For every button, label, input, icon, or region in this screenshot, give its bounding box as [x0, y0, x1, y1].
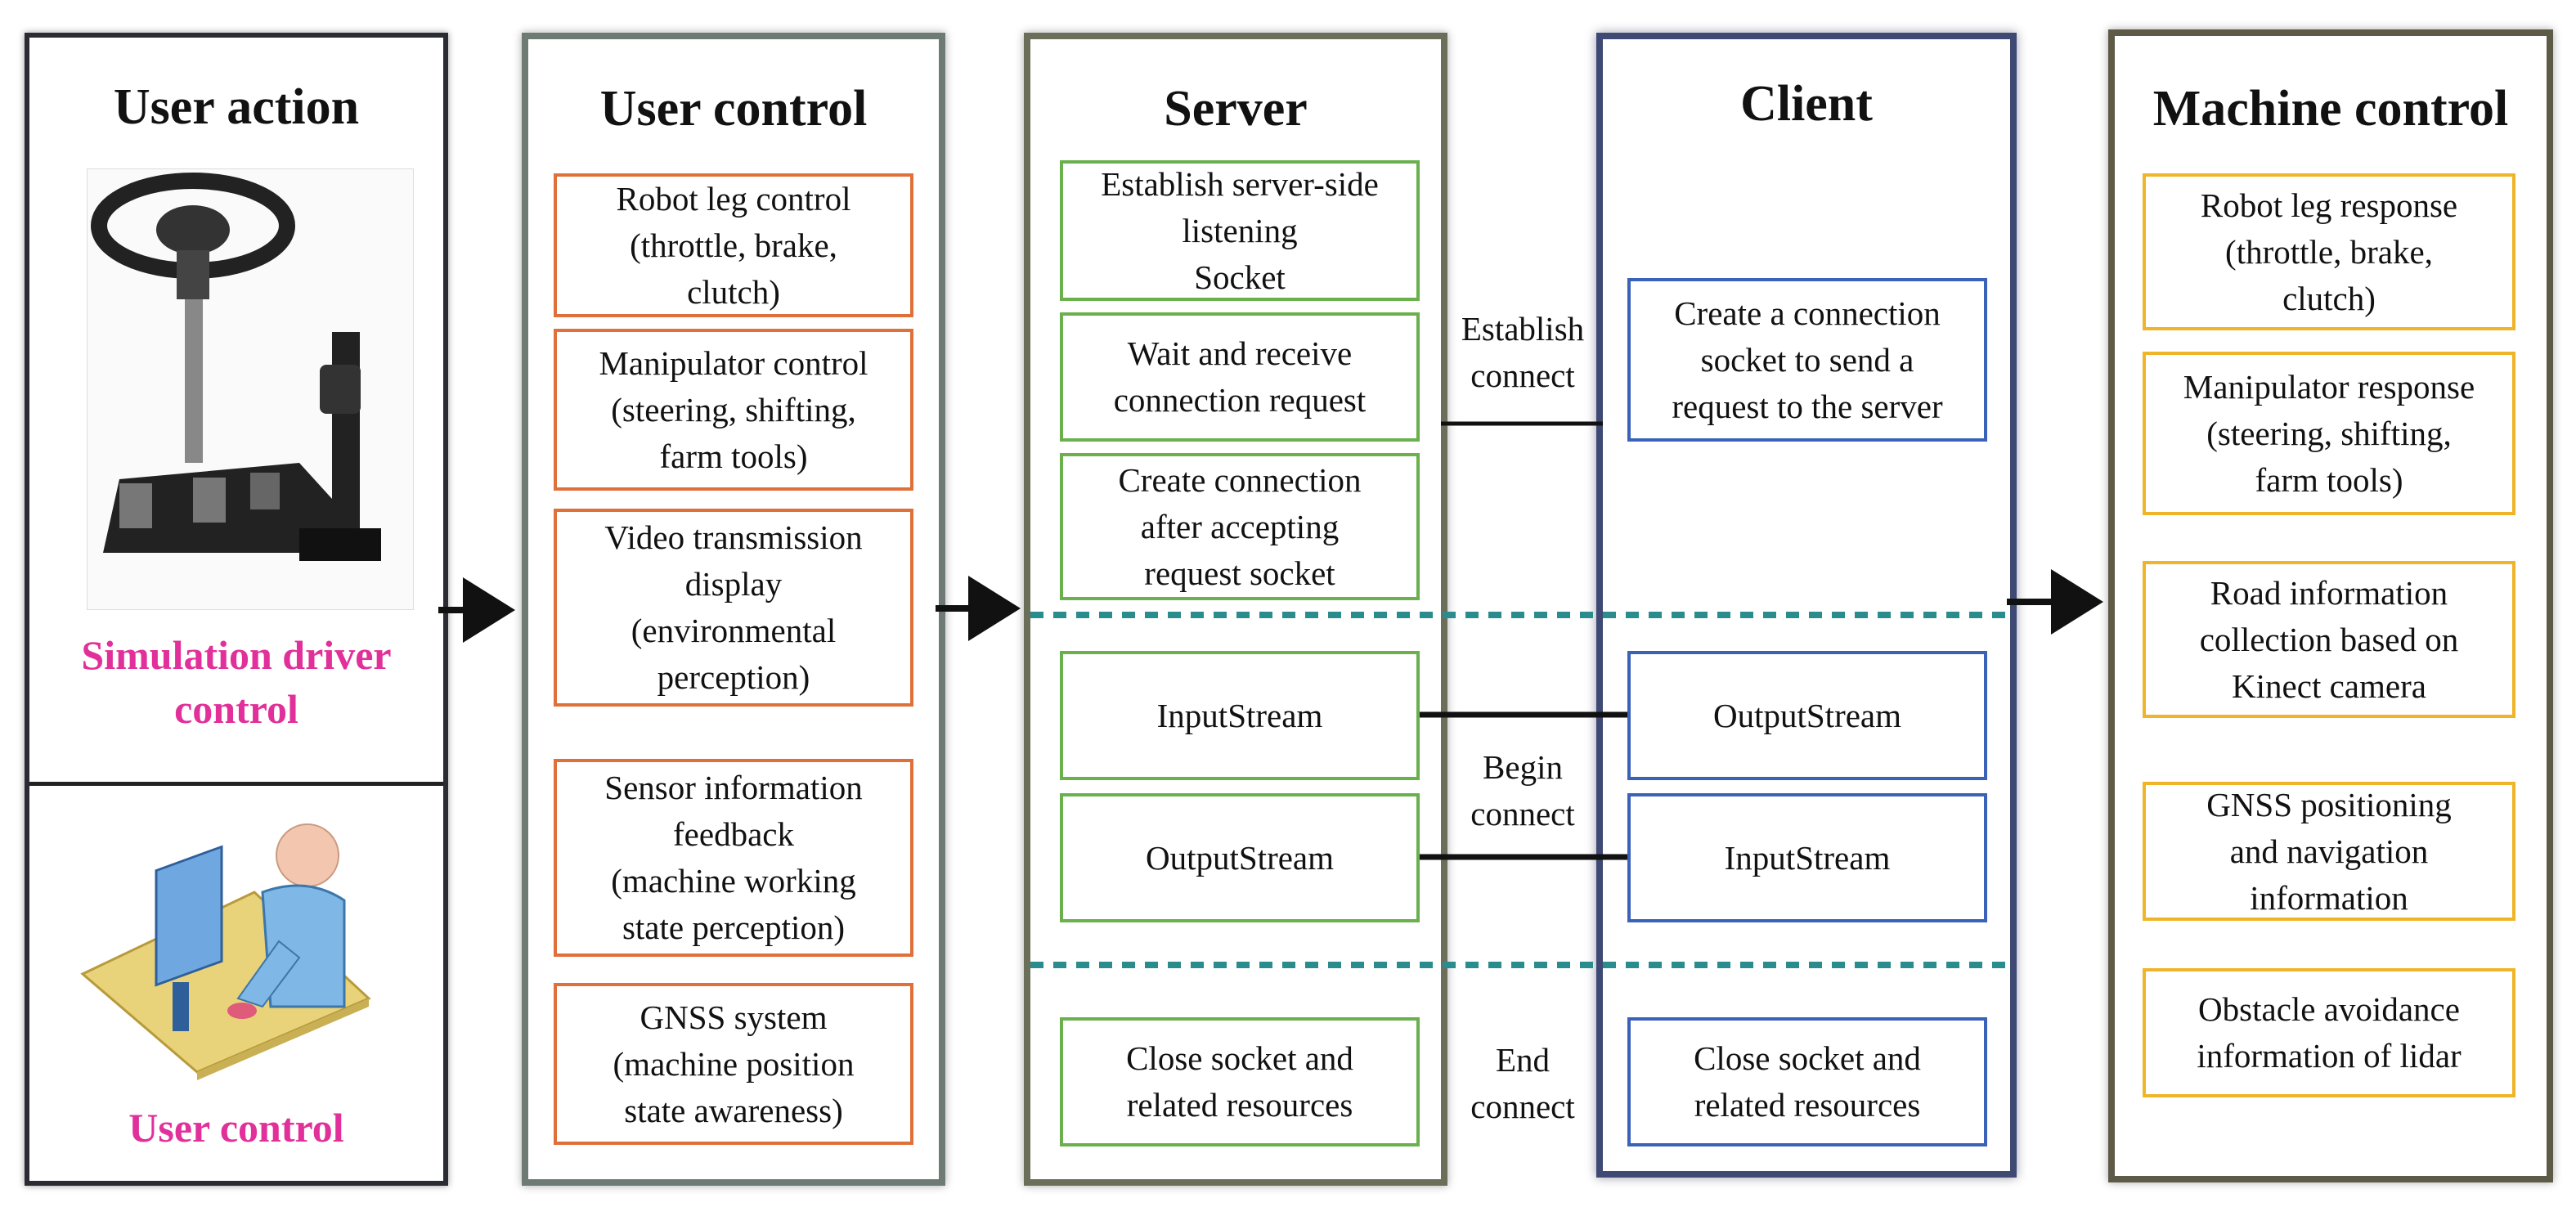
mc-road-information: Road information collection based on Kin…: [2143, 561, 2515, 718]
simulation-driver-label: Simulation driver control: [81, 632, 392, 732]
panel-title-server: Server: [1164, 81, 1308, 137]
label-establish-connect: Establish connect: [1461, 310, 1585, 394]
uc-manipulator-control: Manipulator control (steering, shifting,…: [554, 329, 913, 491]
srv-establish-listening: Establish server-side listening Socket: [1060, 160, 1420, 301]
user-control-label: User control: [128, 1105, 344, 1151]
mc-obstacle-avoidance: Obstacle avoidance information of lidar: [2143, 968, 2515, 1097]
srv-close-socket: Close socket and related resources: [1060, 1017, 1420, 1146]
panel-title-user-action: User action: [113, 79, 360, 135]
cli-create-connection-socket: Create a connection socket to send a req…: [1627, 278, 1987, 442]
panel-title-machine-control: Machine control: [2152, 81, 2509, 137]
uc-sensor-feedback: Sensor information feedback (machine wor…: [554, 759, 913, 957]
uc-robot-leg-control: Robot leg control (throttle, brake, clut…: [554, 173, 913, 317]
mc-robot-leg-response: Robot leg response (throttle, brake, clu…: [2143, 173, 2515, 330]
cli-close-socket: Close socket and related resources: [1627, 1017, 1987, 1146]
label-begin-connect: Begin connect: [1470, 748, 1575, 832]
label-end-connect: End connect: [1470, 1041, 1575, 1125]
uc-video-transmission: Video transmission display (environmenta…: [554, 509, 913, 707]
uc-gnss-system: GNSS system (machine position state awar…: [554, 983, 913, 1145]
driving-simulator-image: [87, 168, 414, 610]
srv-inputstream: InputStream: [1060, 651, 1420, 780]
panel-title-user-control: User control: [599, 81, 868, 137]
panel-title-client: Client: [1740, 76, 1873, 132]
mc-gnss-positioning: GNSS positioning and navigation informat…: [2143, 782, 2515, 921]
user-computer-image: [80, 823, 371, 1080]
mc-manipulator-response: Manipulator response (steering, shifting…: [2143, 352, 2515, 515]
srv-outputstream: OutputStream: [1060, 793, 1420, 922]
srv-create-connection: Create connection after accepting reques…: [1060, 453, 1420, 600]
panel-divider: [29, 782, 443, 786]
srv-wait-receive: Wait and receive connection request: [1060, 312, 1420, 442]
cli-outputstream: OutputStream: [1627, 651, 1987, 780]
cli-inputstream: InputStream: [1627, 793, 1987, 922]
panel-user-action: User action Simulation driver control: [25, 33, 448, 1186]
